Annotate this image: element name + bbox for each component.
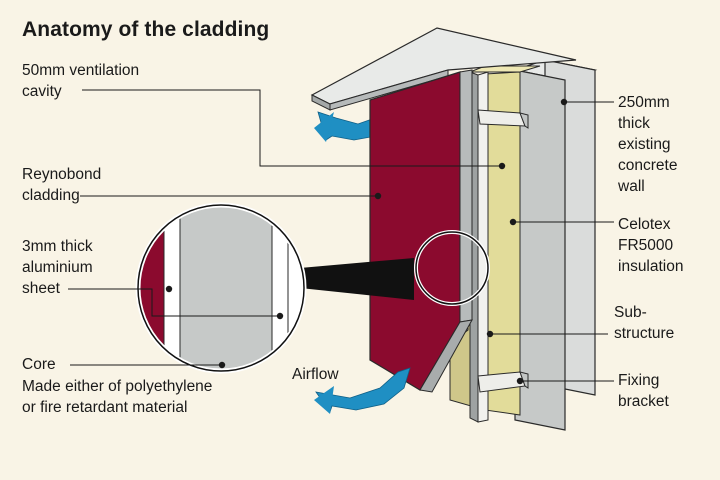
leader-lines (68, 89, 614, 382)
fixing-bracket-shapes (477, 109, 529, 393)
substructure-label: Sub- structure (614, 304, 675, 342)
concrete-wall-shape (512, 59, 598, 431)
fixing-bracket-label: Fixing bracket (618, 372, 669, 410)
aluminium-sheet-label: 3mm thick aluminium sheet (22, 238, 93, 297)
zoom-circle-target (414, 230, 490, 306)
reynobond-panel-shape (369, 69, 473, 393)
core-label: Core (22, 356, 56, 373)
leader-dots (165, 98, 568, 385)
ventilation-cavity-label: 50mm ventilation cavity (22, 62, 140, 100)
cladding-label: Reynobond cladding (22, 166, 102, 204)
core-detail-label: Made either of polyethylene or fire reta… (22, 378, 213, 416)
magnifier-pointer (300, 258, 414, 300)
concrete-wall-label: 250mm thick existing concrete wall (618, 94, 678, 195)
airflow-bottom-arrow (314, 367, 411, 414)
insulation-label: Celotex FR5000 insulation (618, 216, 684, 275)
diagram-title: Anatomy of the cladding (22, 18, 270, 41)
zoom-detail (135, 202, 307, 374)
airflow-label: Airflow (292, 366, 339, 383)
